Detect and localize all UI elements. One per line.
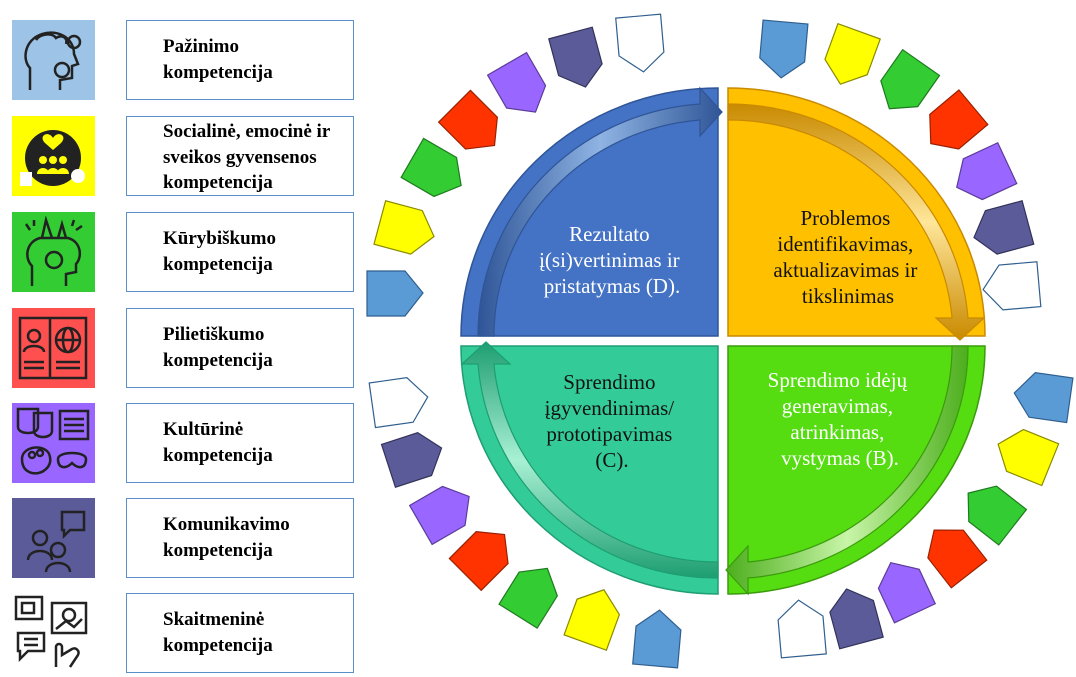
ring-arrow	[880, 48, 941, 110]
competency-label: Socialinė, emocinė ir sveikos gyvensenos…	[126, 116, 354, 196]
quadrant-text-bottom-left: Sprendimo įgyvendinimas/ prototipavimas …	[545, 370, 680, 472]
competency-row-cognitive: Pažinimo kompetencija	[12, 20, 354, 100]
competency-list: Pažinimo kompetencija Socialinė, emocinė…	[0, 0, 354, 677]
ring-arrow	[777, 599, 827, 659]
ring-arrow	[929, 89, 989, 150]
quadrant-text-top-right: Problemos identifikavimas, aktualizavima…	[773, 206, 922, 308]
quadrant-text-top-left: Rezultato į(si)vertinimas ir pristatymas…	[539, 222, 685, 298]
community-heart-icon	[12, 116, 95, 196]
competency-row-digital: Skaitmeninė kompetencija	[12, 593, 354, 673]
ring-arrow	[877, 562, 937, 624]
ring-arrow	[973, 200, 1035, 255]
passport-globe-icon	[12, 308, 95, 388]
cycle-arrow-bottom-right	[725, 345, 969, 596]
competency-row-creativity: Kūrybiškumo kompetencija	[12, 212, 354, 292]
ring-arrow	[400, 137, 462, 198]
ring-arrow	[373, 200, 435, 255]
ring-arrow	[759, 19, 809, 79]
ring-arrow	[563, 589, 621, 652]
ring-arrow	[498, 567, 558, 629]
cycle-diagram: Rezultato į(si)vertinimas ir pristatymas…	[366, 13, 1074, 669]
creative-head-icon	[12, 212, 95, 292]
cycle-arrow-top-right	[727, 103, 986, 341]
ring-arrow	[927, 529, 988, 589]
ring-arrow	[448, 531, 509, 592]
cycle-arrow-bottom-left	[460, 341, 719, 579]
quadrant-text-bottom-right: Sprendimo idėjų generavimas, atrinkimas,…	[768, 368, 913, 470]
cycle-arrow-top-left	[477, 86, 723, 337]
ring-arrow	[997, 428, 1060, 487]
digital-devices-icon	[12, 593, 95, 673]
brain-gears-icon	[12, 20, 95, 100]
ring-arrow	[437, 89, 498, 150]
ring-arrow	[408, 485, 470, 546]
competency-label: Komunikavimo kompetencija	[126, 498, 354, 578]
ring-arrow	[1013, 372, 1074, 424]
competency-row-social: Socialinė, emocinė ir sveikos gyvensenos…	[12, 116, 354, 196]
ring-arrow	[956, 141, 1018, 201]
quadrant-bottom-right	[727, 345, 986, 595]
competency-row-cultural: Kultūrinė kompetencija	[12, 403, 354, 483]
quadrant-top-left	[460, 87, 719, 337]
ring-arrow	[829, 588, 884, 650]
competency-row-citizenship: Pilietiškumo kompetencija	[12, 308, 354, 388]
ring-arrow	[366, 270, 424, 317]
ring-arrow	[486, 51, 547, 113]
ring-arrow	[632, 609, 682, 669]
ring-arrow	[967, 485, 1028, 546]
quadrant-bottom-left	[460, 345, 719, 595]
communication-people-icon	[12, 498, 95, 578]
quadrant-top-right	[727, 87, 986, 337]
competency-label: Kultūrinė kompetencija	[126, 403, 354, 483]
ring-arrow	[380, 432, 443, 488]
ring-arrow	[368, 377, 429, 429]
competency-label: Pilietiškumo kompetencija	[126, 308, 354, 388]
competency-row-communication: Komunikavimo kompetencija	[12, 498, 354, 578]
competency-label: Kūrybiškumo kompetencija	[126, 212, 354, 292]
competency-label: Pažinimo kompetencija	[126, 20, 354, 100]
culture-masks-icon	[12, 403, 95, 483]
ring-arrow	[548, 26, 603, 88]
ring-arrow	[615, 13, 665, 73]
competency-label: Skaitmeninė kompetencija	[126, 593, 354, 673]
ring-arrow	[824, 22, 881, 85]
arrow-ring	[366, 13, 1074, 669]
ring-arrow	[982, 261, 1042, 311]
